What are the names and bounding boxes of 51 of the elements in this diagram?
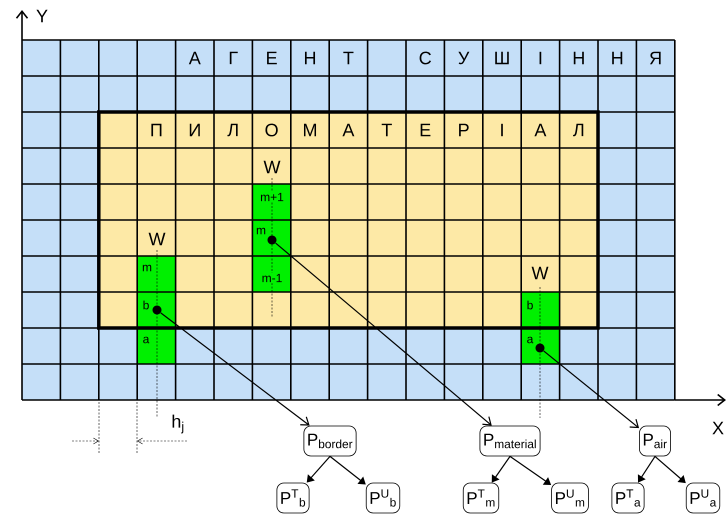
cell-letter: Г (230, 52, 238, 64)
process-box: P$_{air}$ (639, 426, 671, 456)
column-label: W (532, 266, 548, 280)
cell-label: a (526, 336, 534, 344)
child-box: P$^{U}$m (551, 482, 589, 514)
cell-letter: І (501, 124, 503, 136)
axis-label: Y (36, 10, 48, 22)
cell-letter: Р (459, 124, 469, 136)
cell-letter: Л (227, 124, 238, 136)
dot (536, 344, 544, 352)
cell-label: m-1 (260, 272, 284, 284)
cell-letter: Т (343, 52, 354, 64)
cell-letter: Я (650, 52, 661, 64)
cell-label: b (142, 300, 150, 310)
cell-letter: И (190, 124, 200, 136)
cell-letter: П (151, 124, 162, 136)
child-box: P$^{T}$m (462, 482, 500, 514)
arrow (160, 312, 310, 426)
cell-letter: М (304, 124, 316, 136)
cell-label: m+1 (259, 192, 285, 202)
arrow (543, 350, 640, 428)
child-box: P$^{U}$a (686, 482, 720, 514)
process-box: P$_{border}$ (303, 426, 357, 456)
cell-label: a (142, 336, 150, 344)
cell-letter: А (342, 124, 354, 136)
axis-label: X (712, 422, 724, 434)
cell-letter: Н (612, 52, 622, 64)
cell-letter: Е (267, 52, 277, 64)
dot (152, 306, 162, 314)
cell-letter: Т (382, 124, 392, 136)
cell-letter: О (265, 124, 278, 136)
column-label: W (264, 160, 280, 174)
dimension-label: h$_{j}$ (172, 414, 184, 434)
cell-letter: А (534, 124, 546, 136)
cell-letter: І (540, 52, 542, 64)
arrow (275, 242, 492, 426)
cell-letter: Н (574, 52, 584, 64)
cell-letter: У (458, 52, 470, 64)
child-box: P$^{T}$a (612, 482, 645, 514)
child-box: P$^{U}$b (366, 482, 400, 514)
cell-letter: Л (573, 124, 584, 136)
cell-letter: Е (420, 124, 430, 136)
cell-letter: С (420, 52, 432, 64)
cell-letter: Ш (495, 52, 509, 64)
child-box: P$^{T}$b (276, 482, 310, 514)
cell-label: b (526, 300, 534, 310)
process-box: P$_{material}$ (480, 426, 540, 456)
column-label: W (148, 232, 166, 246)
cell-letter: А (188, 52, 201, 64)
dot (268, 236, 276, 244)
cell-letter: Н (304, 52, 316, 64)
